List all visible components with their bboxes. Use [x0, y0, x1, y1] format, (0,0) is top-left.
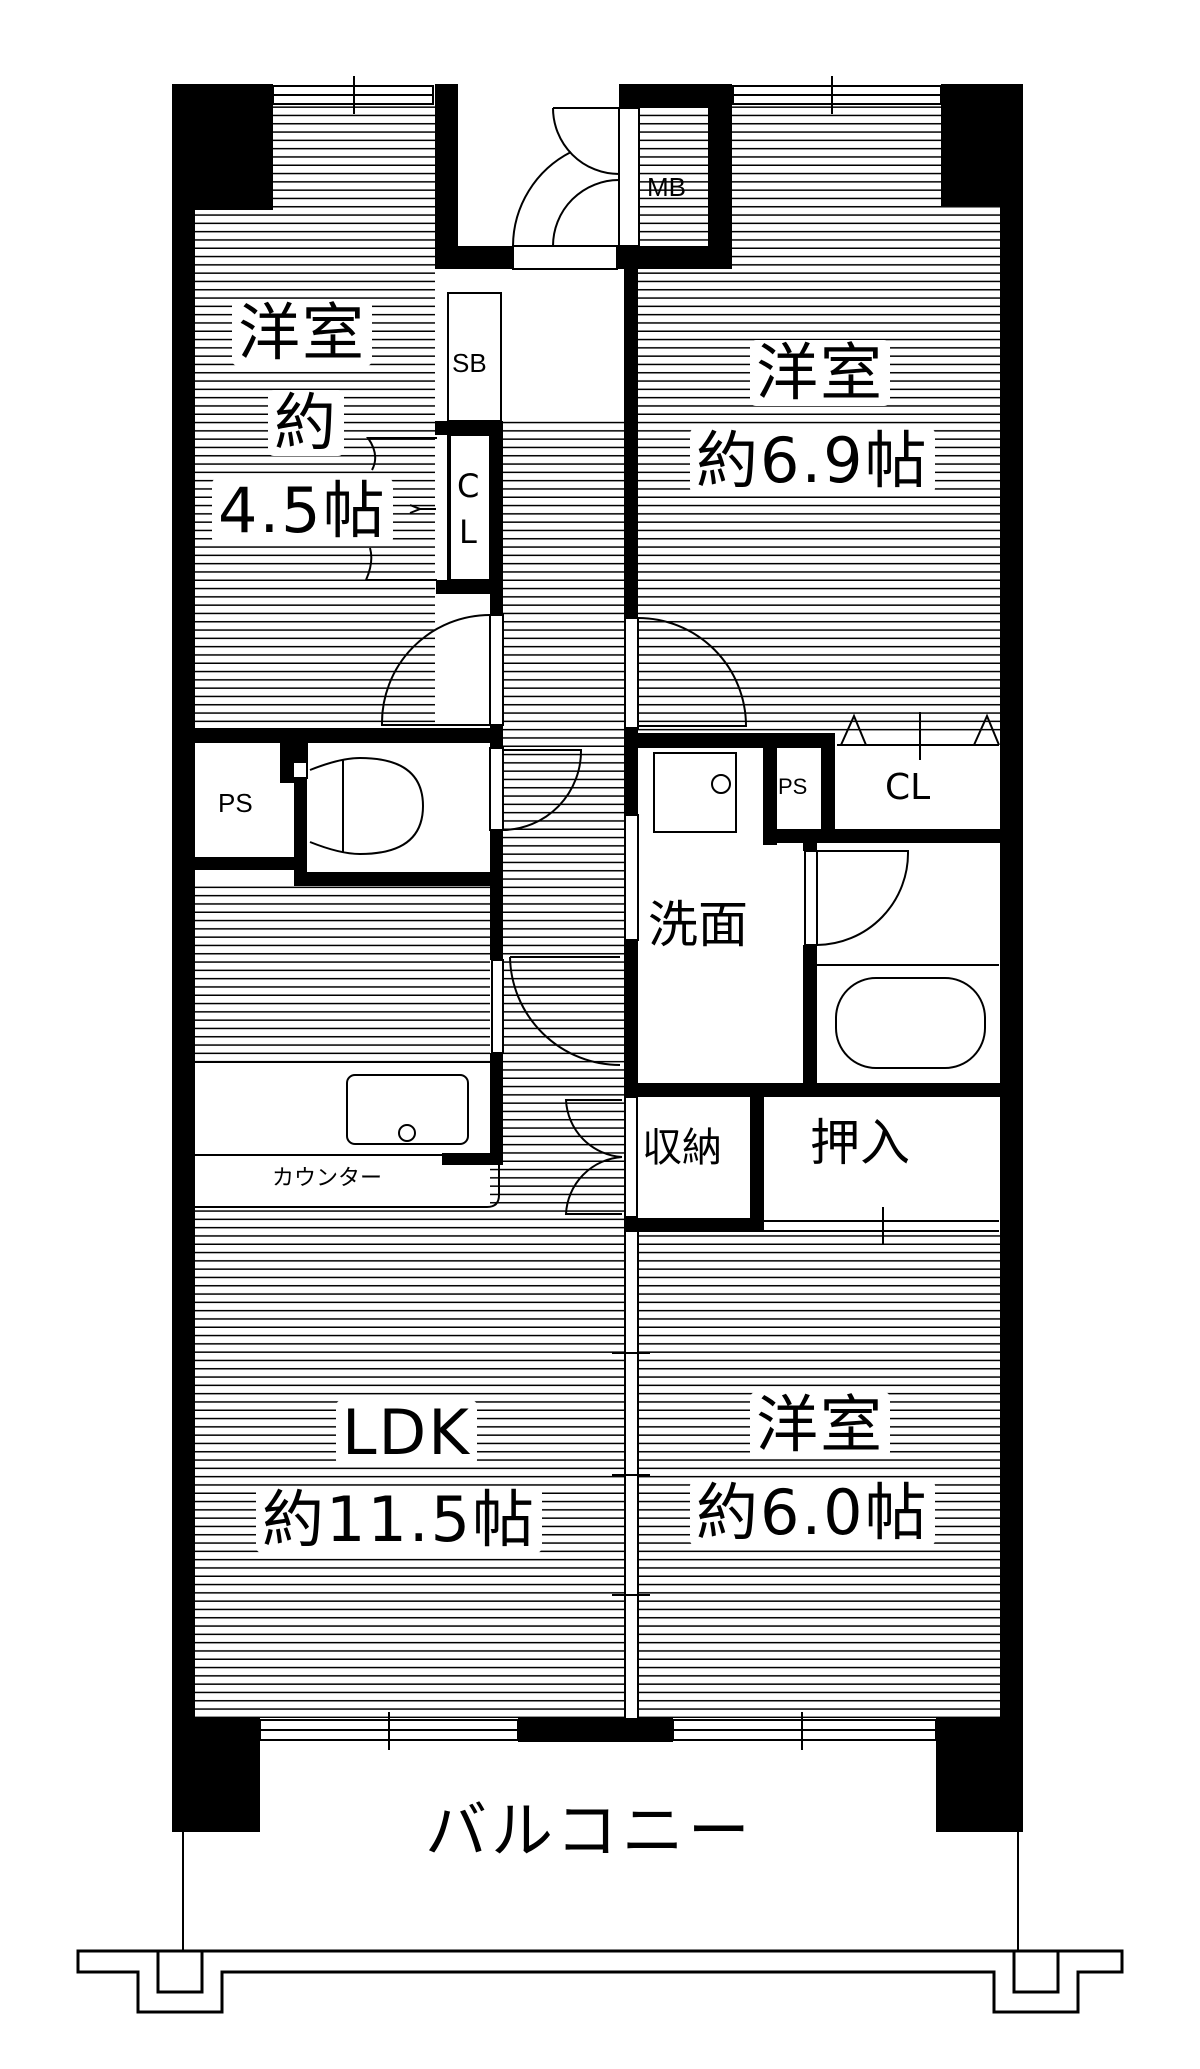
- room-label-oshiire: 押入: [810, 1114, 910, 1172]
- fixture-label-cl-l: L: [459, 513, 477, 551]
- room-label-balcony: バルコニー: [425, 1794, 754, 1867]
- room-label-6-0-area: 約6.0帖: [690, 1480, 935, 1546]
- room-label-6-0-name: 洋室: [750, 1392, 891, 1458]
- room-label-ldk-area: 約11.5帖: [256, 1487, 543, 1553]
- room-label-storage: 収納: [642, 1125, 722, 1171]
- room-label-4-5-name: 洋室: [232, 300, 373, 366]
- fixture-label-mb: MB: [647, 172, 686, 202]
- room-label-washroom: 洗面: [648, 896, 748, 954]
- fixture-label-counter: カウンター: [272, 1166, 383, 1191]
- room-label-4-5-area: 4.5帖: [212, 478, 393, 544]
- plain-areas: [195, 269, 999, 1218]
- fixture-label-ps-right: PS: [778, 774, 808, 799]
- fixture-label-cl-c: C: [457, 467, 480, 505]
- room-label-6-9-name: 洋室: [750, 340, 891, 406]
- fixture-label-ps-left: PS: [218, 788, 253, 818]
- room-label-6-9-area: 約6.9帖: [690, 428, 935, 494]
- thin-lines: [76, 76, 1124, 2014]
- fixture-label-sb: SB: [452, 348, 487, 378]
- fixture-label-cl-right: CL: [885, 767, 931, 808]
- room-label-ldk-name: LDK: [336, 1400, 477, 1466]
- room-label-4-5-prefix: 約: [268, 390, 345, 456]
- walls: [172, 84, 1023, 1832]
